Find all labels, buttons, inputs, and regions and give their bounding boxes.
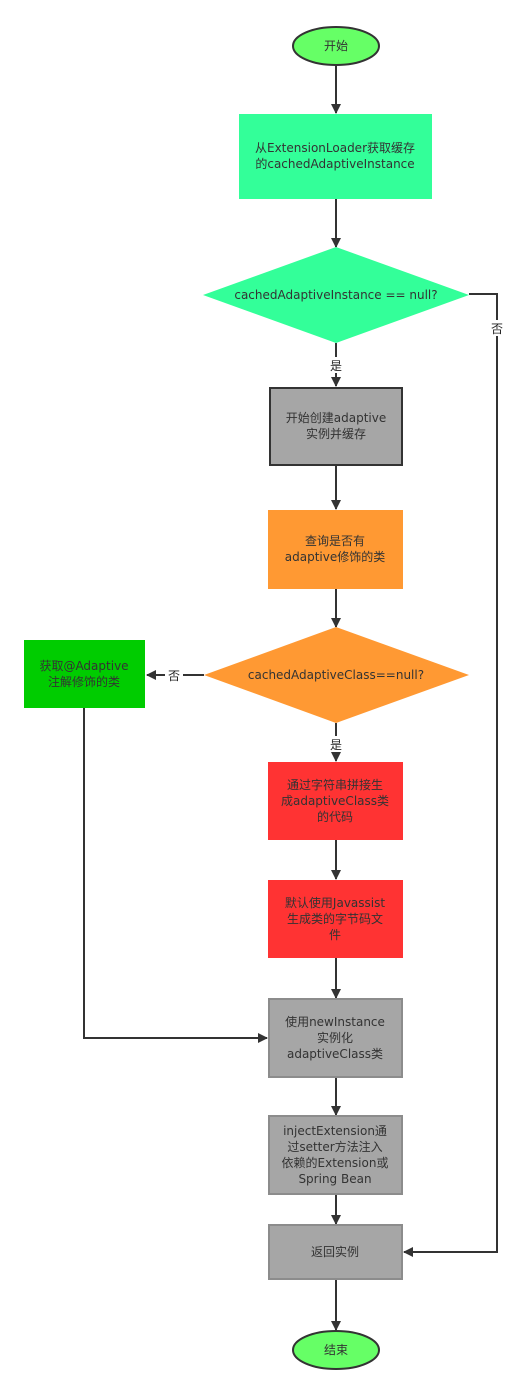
return-instance-node[interactable]: 返回实例 <box>268 1224 403 1280</box>
check-class-text: cachedAdaptiveClass==null? <box>248 668 424 682</box>
query-class-line-1: 查询是否有 <box>305 534 365 548</box>
javassist-line-1: 默认使用Javassist <box>285 895 385 910</box>
inject-line-3: 依赖的Extension或 <box>282 1155 389 1170</box>
gen-code-line-3: 的代码 <box>317 809 353 824</box>
inject-line-1: injectExtension通 <box>283 1124 387 1138</box>
new-instance-line-3: adaptiveClass类 <box>287 1047 383 1061</box>
query-class-line-2: adaptive修饰的类 <box>285 549 385 564</box>
label-instance-no: 否 <box>491 322 503 336</box>
check-instance-text: cachedAdaptiveInstance == null? <box>234 288 437 302</box>
inject-line-2: 过setter方法注入 <box>287 1139 382 1154</box>
label-class-yes: 是 <box>330 738 342 752</box>
create-adaptive-line-1: 开始创建adaptive <box>286 411 386 425</box>
get-cached-instance-text: 从ExtensionLoader获取缓存的cachedAdaptiveInsta… <box>255 141 415 171</box>
edge-labels: 是 否 是 否 <box>165 320 506 752</box>
check-instance-line-1: cachedAdaptiveInstance == null? <box>234 288 437 302</box>
nodes: 开始 从ExtensionLoader获取缓存的cachedAdaptiveIn… <box>24 26 469 1370</box>
edge-annotated-to-new-instance <box>83 708 268 1043</box>
inject-extension-node[interactable]: injectExtension通过setter方法注入依赖的Extension或… <box>268 1115 403 1195</box>
return-instance-line-1: 返回实例 <box>311 1244 359 1259</box>
get-cached-line-1: 从ExtensionLoader获取缓存 <box>255 141 415 155</box>
new-instance-line-1: 使用newInstance <box>285 1014 385 1029</box>
check-class-line-1: cachedAdaptiveClass==null? <box>248 668 424 682</box>
return-instance-text: 返回实例 <box>311 1244 359 1259</box>
start-node[interactable]: 开始 <box>292 26 380 66</box>
inject-extension-text: injectExtension通过setter方法注入依赖的Extension或… <box>282 1124 389 1186</box>
generate-code-text: 通过字符串拼接生成adaptiveClass类的代码 <box>281 777 389 824</box>
create-adaptive-line-2: 实例并缓存 <box>306 426 366 441</box>
label-instance-yes: 是 <box>330 359 342 373</box>
check-class-decision[interactable]: cachedAdaptiveClass==null? <box>204 627 469 723</box>
end-node[interactable]: 结束 <box>292 1330 380 1370</box>
label-class-no: 否 <box>168 669 180 683</box>
end-line-1: 结束 <box>324 1343 348 1357</box>
gen-code-line-2: 成adaptiveClass类 <box>281 794 389 808</box>
inject-line-4: Spring Bean <box>298 1172 371 1186</box>
generate-code-node[interactable]: 通过字符串拼接生成adaptiveClass类的代码 <box>268 762 403 840</box>
get-annotated-line-1: 获取@Adaptive <box>39 659 128 673</box>
start-node-text: 开始 <box>324 39 348 53</box>
get-cached-instance-node[interactable]: 从ExtensionLoader获取缓存的cachedAdaptiveInsta… <box>239 114 432 199</box>
check-instance-decision[interactable]: cachedAdaptiveInstance == null? <box>203 247 469 343</box>
new-instance-line-2: 实例化 <box>317 1030 353 1045</box>
javassist-line-3: 件 <box>329 928 341 942</box>
gen-code-line-1: 通过字符串拼接生 <box>287 777 383 792</box>
javassist-line-2: 生成类的字节码文 <box>287 911 383 926</box>
get-annotated-line-2: 注解修饰的类 <box>48 674 120 689</box>
end-node-text: 结束 <box>324 1343 348 1357</box>
get-cached-line-2: 的cachedAdaptiveInstance <box>255 156 414 171</box>
start-line-1: 开始 <box>324 39 348 53</box>
edge-check-instance-no <box>403 293 498 1257</box>
